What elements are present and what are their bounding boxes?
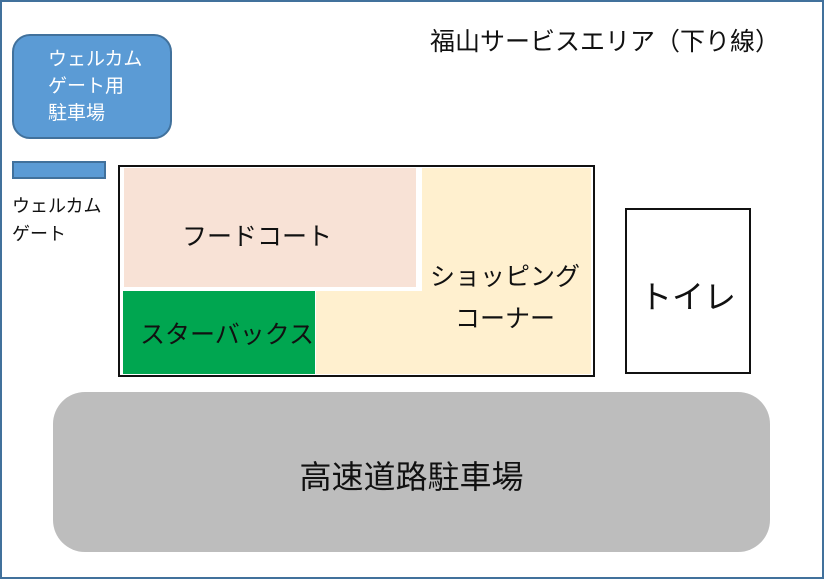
starbucks-label: スターバックス [140,320,315,349]
map-title: 福山サービスエリア（下り線） [430,27,781,56]
highway-parking-label: 高速道路駐車場 [299,458,524,496]
welcome-gate-label: ウェルカム ゲート [12,196,102,245]
shopping-corner-area-lower [316,291,591,374]
welcome-gate-marker [12,161,106,179]
toilet-label: トイレ [639,278,736,316]
starbucks-area [123,291,315,374]
welcome-gate-parking-area: ウェルカム ゲート用 駐車場 [12,34,172,139]
highway-parking-area [53,392,770,552]
shopping-corner-label: ショッピング コーナー [429,262,580,333]
toilet-area [625,208,751,374]
food-court-area [124,168,416,287]
food-court-label: フードコート [182,222,333,251]
shopping-corner-area-upper [422,168,591,293]
